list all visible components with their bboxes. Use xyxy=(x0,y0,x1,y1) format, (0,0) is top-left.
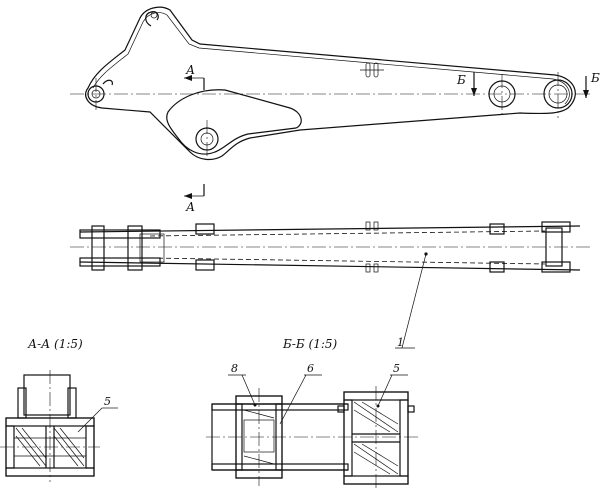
callout-5-left-label: 5 xyxy=(104,395,111,408)
callout-6-label: 6 xyxy=(307,362,314,375)
section-b-view: Б-Б (1:5) xyxy=(206,337,420,488)
callout-1-label: 1 xyxy=(397,336,404,349)
section-b-title: Б-Б (1:5) xyxy=(282,337,338,351)
section-a-top-label: А xyxy=(185,63,195,77)
section-a-title: А-А (1:5) xyxy=(27,337,83,351)
section-a-bottom-label: А xyxy=(185,200,195,214)
section-b-left-label: Б xyxy=(456,73,466,87)
callout-1: 1 xyxy=(395,253,427,349)
arm-top-view xyxy=(70,221,590,273)
section-a-view: А-А (1:5) 5 xyxy=(0,337,118,482)
arm-side-view xyxy=(70,6,590,161)
callout-8-label: 8 xyxy=(231,362,238,375)
section-a-marker: А А xyxy=(184,63,205,214)
callout-5-right-label: 5 xyxy=(393,362,400,375)
section-b-marker: Б Б xyxy=(456,71,600,98)
section-b-right-label: Б xyxy=(590,71,600,85)
